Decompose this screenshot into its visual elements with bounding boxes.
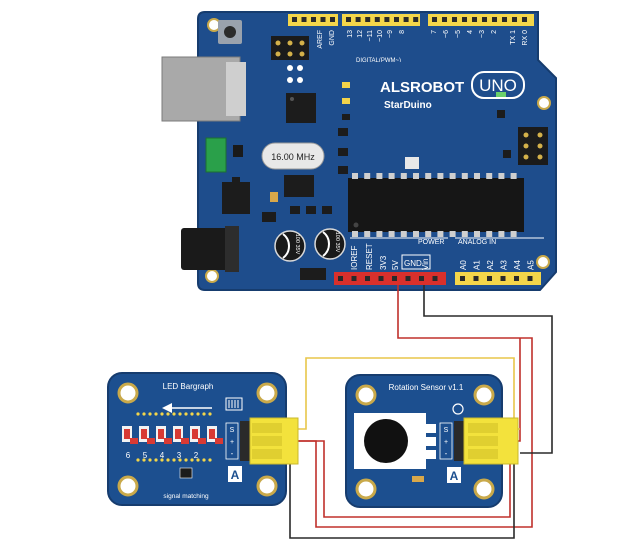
top-pin-label: ~9 <box>387 30 394 38</box>
svg-text:-: - <box>231 449 234 458</box>
mount-hole <box>355 384 377 406</box>
power-pin-label: GND <box>404 259 422 268</box>
top-pin-label: RX 0 <box>522 30 529 46</box>
led-number: 5 <box>143 451 148 460</box>
mount-hole <box>117 475 139 497</box>
power-label: POWER <box>418 239 444 246</box>
mount-hole <box>536 255 550 269</box>
bargraph-connector <box>240 421 252 461</box>
crystal <box>261 142 325 170</box>
mount-hole <box>537 96 551 110</box>
analog-pin-label: A2 <box>486 260 495 270</box>
top-pin-label: 12 <box>357 30 364 38</box>
sensor-title: Rotation Sensor v1.1 <box>389 383 464 392</box>
top-pin-label: ~3 <box>479 30 486 38</box>
dc-jack <box>181 228 233 270</box>
board-model: StarDuino <box>384 100 432 111</box>
capacitor: 100 35V <box>314 228 346 260</box>
svg-text:S: S <box>230 427 235 434</box>
knob <box>364 419 408 463</box>
power-pin-label: 3V3 <box>379 255 388 270</box>
power-pin-label: 5V <box>391 260 400 270</box>
analog-pin-label: A3 <box>500 260 509 270</box>
top-pin-label: ~10 <box>377 30 384 42</box>
mount-hole <box>256 382 278 404</box>
svg-text:S: S <box>444 427 449 434</box>
analog-pin-label: A5 <box>527 260 536 270</box>
analog-pin-labels: A0 A1 A2 A3 A4 A5 <box>459 260 536 270</box>
wire-5v-sensor <box>518 338 521 442</box>
led-numbers: 6 5 4 3 2 <box>126 451 199 460</box>
top-pin-label: ~11 <box>367 30 374 41</box>
svg-text:+: + <box>230 439 234 446</box>
rotation-sensor-module: Rotation Sensor v1.1 S + - A <box>345 374 519 508</box>
crystal-label: 16.00 MHz <box>271 152 315 162</box>
led-row <box>122 412 223 462</box>
top-pin-label: GND <box>329 30 336 46</box>
power-header <box>334 272 446 285</box>
alsrobot-logo <box>447 467 461 483</box>
uno-badge <box>471 71 525 99</box>
analog-pin-label: A4 <box>513 260 522 270</box>
mount-hole <box>117 382 139 404</box>
mount-hole <box>205 269 219 283</box>
top-pin-label: ~5 <box>455 30 462 38</box>
svg-text:A: A <box>450 469 459 483</box>
microcontroller-chip <box>348 178 524 232</box>
top-header-mid <box>342 14 420 26</box>
mount-hole <box>473 384 495 406</box>
voltage-regulator <box>222 182 250 214</box>
power-pin-label: RESET <box>365 243 374 270</box>
fuse <box>205 137 227 173</box>
sensor-connector <box>454 421 466 461</box>
top-pin-label: 7 <box>431 30 438 34</box>
digital-label: DIGITAL(PWM~) <box>356 58 401 64</box>
led-number: 6 <box>126 451 131 460</box>
led-number: 3 <box>177 451 182 460</box>
capacitor: 100 35V <box>274 230 306 262</box>
top-pin-label: 2 <box>491 30 498 34</box>
svg-text:100 35V: 100 35V <box>334 232 340 253</box>
svg-text:-: - <box>445 449 448 458</box>
brand-name: ALSROBOT <box>380 79 464 96</box>
svg-text:A: A <box>231 468 240 482</box>
led-number: 2 <box>194 451 199 460</box>
analog-pin-label: A1 <box>473 260 482 270</box>
svg-text:100 35V: 100 35V <box>294 234 300 255</box>
analog-header <box>455 272 541 285</box>
top-pin-label: TX 1 <box>510 30 517 45</box>
icsp-header-right <box>518 127 548 165</box>
wire-gnd <box>423 285 553 454</box>
analog-pin-label: A0 <box>459 260 468 270</box>
top-pin-label: AREF <box>317 30 324 49</box>
analog-label: ANALOG IN <box>458 239 496 246</box>
power-pin-label: Vin <box>421 259 430 270</box>
led-bargraph-module: LED Bargraph 6 5 4 3 2 signal matching S + -… <box>107 372 299 506</box>
usb-chip <box>286 93 316 123</box>
top-pin-label: 13 <box>347 30 354 38</box>
signal-matching-label: signal matching <box>163 493 209 500</box>
uno-badge-label: UNO <box>479 76 517 95</box>
svg-text:+: + <box>444 439 448 446</box>
mount-hole <box>355 478 377 500</box>
mount-hole <box>256 475 278 497</box>
mount-hole <box>473 478 495 500</box>
led-number: 4 <box>160 451 165 460</box>
power-pin-label: IOREF <box>350 245 359 270</box>
top-pin-label: ~6 <box>443 30 450 38</box>
top-pin-label: 4 <box>467 30 474 34</box>
brand-plate <box>352 62 460 116</box>
alsrobot-logo <box>228 466 242 482</box>
top-pin-label: 8 <box>399 30 406 34</box>
bargraph-title: LED Bargraph <box>163 382 214 391</box>
